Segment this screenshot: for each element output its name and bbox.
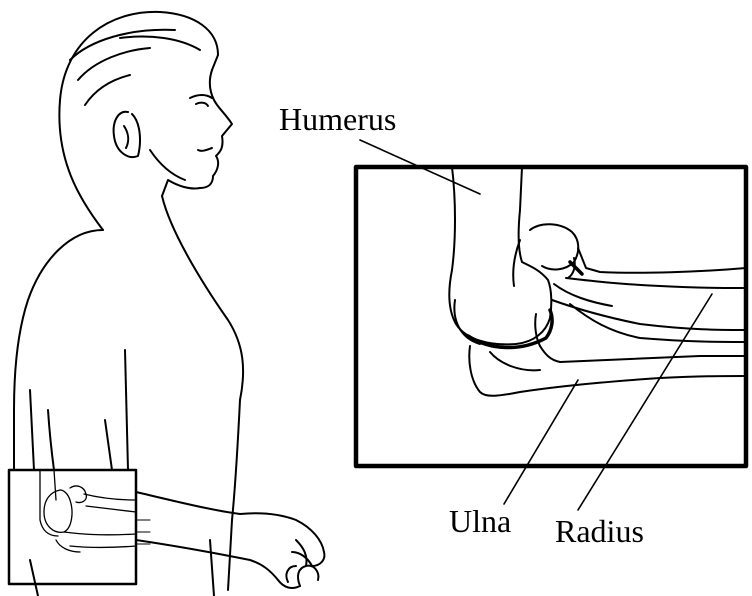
label-humerus: Humerus [279, 103, 396, 135]
radius-bone [566, 278, 746, 288]
ulna-leader [504, 380, 578, 504]
ulna-bone [469, 346, 746, 396]
radius-leader [578, 294, 712, 510]
man-figure [14, 12, 324, 596]
label-radius: Radius [555, 515, 644, 547]
label-ulna: Ulna [449, 505, 511, 537]
face-profile [162, 70, 232, 196]
large-elbow-inset [356, 167, 746, 466]
small-elbow-inset [9, 470, 150, 584]
head-outline [59, 12, 218, 230]
